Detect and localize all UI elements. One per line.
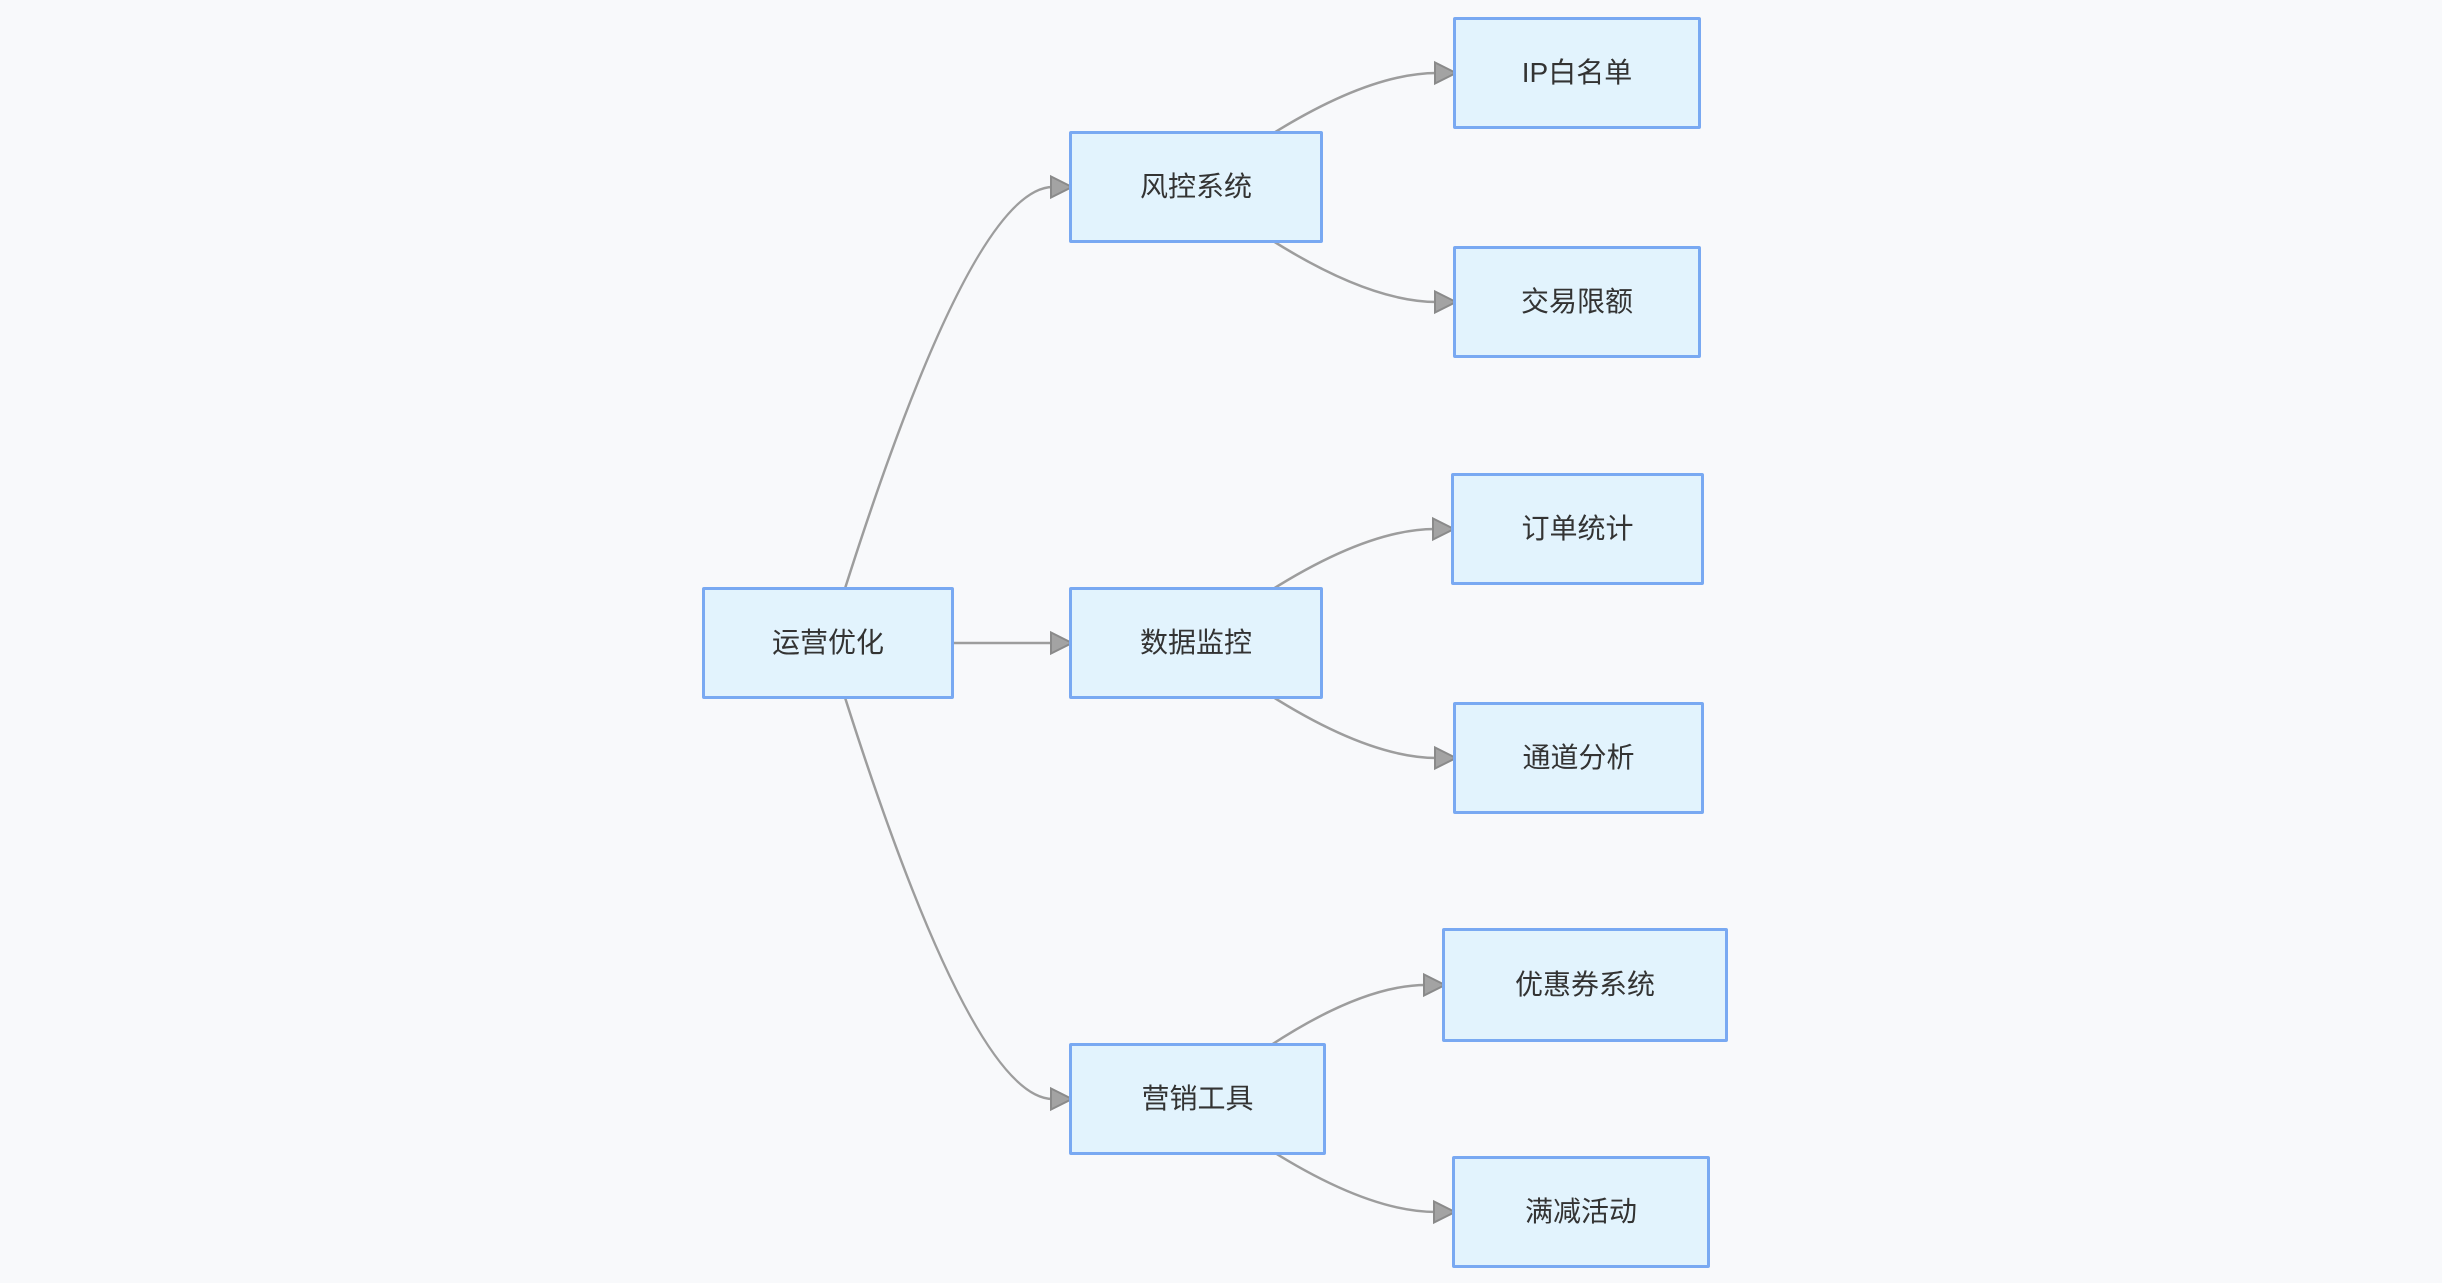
arrowhead-icon — [1434, 289, 1459, 315]
node-channel-analysis[interactable]: 通道分析 — [1453, 702, 1704, 814]
node-coupon-system[interactable]: 优惠券系统 — [1442, 928, 1728, 1042]
connector-line — [826, 642, 1054, 1101]
arrowhead-icon — [1434, 745, 1459, 771]
arrowhead-icon — [1432, 516, 1457, 542]
arrowhead-icon — [1050, 630, 1075, 656]
node-full-discount-campaign[interactable]: 满减活动 — [1452, 1156, 1710, 1268]
connector-line — [826, 185, 1054, 644]
node-order-statistics[interactable]: 订单统计 — [1451, 473, 1704, 585]
node-operations-optimization[interactable]: 运营优化 — [702, 587, 954, 699]
node-risk-control-system[interactable]: 风控系统 — [1069, 131, 1323, 243]
node-data-monitoring[interactable]: 数据监控 — [1069, 587, 1323, 699]
arrowhead-icon — [1050, 1086, 1075, 1112]
arrowhead-icon — [1050, 174, 1075, 200]
node-marketing-tools[interactable]: 营销工具 — [1069, 1043, 1326, 1155]
arrowhead-icon — [1433, 1199, 1458, 1225]
node-transaction-limit[interactable]: 交易限额 — [1453, 246, 1701, 358]
arrowhead-icon — [1434, 60, 1459, 86]
node-ip-whitelist[interactable]: IP白名单 — [1453, 17, 1701, 129]
arrowhead-icon — [1423, 972, 1448, 998]
